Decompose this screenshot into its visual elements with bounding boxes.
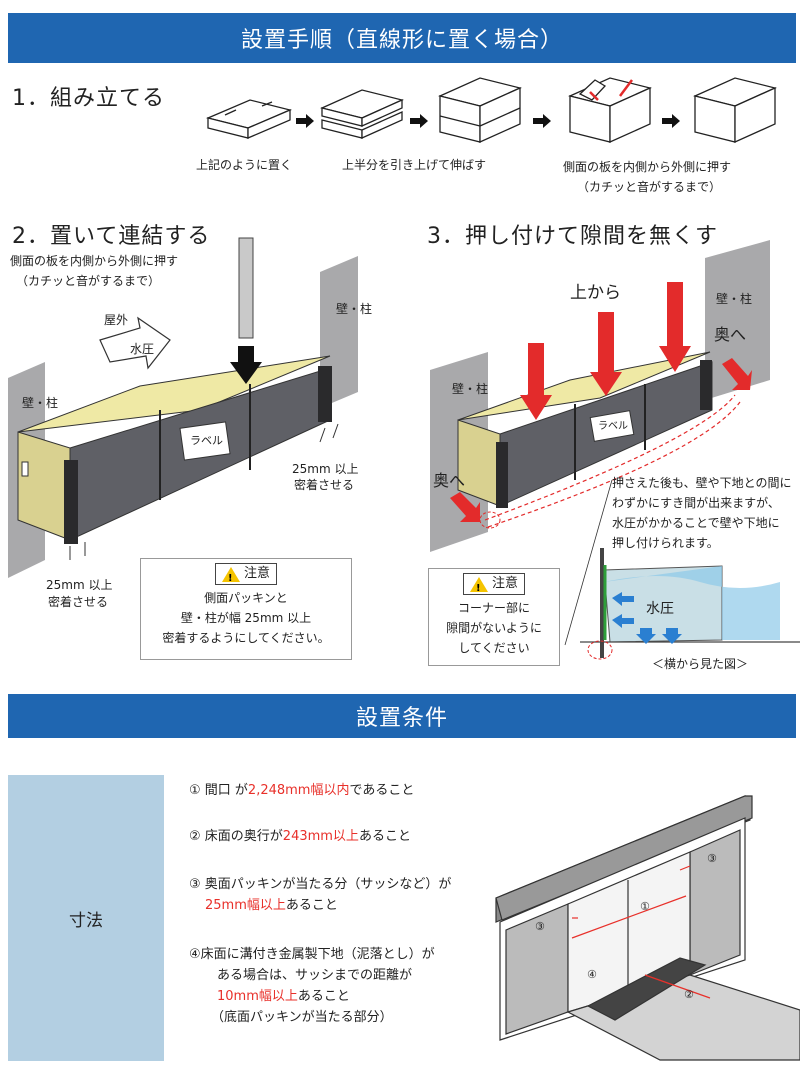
step1-title: 1．組み立てる [12,86,165,111]
step1-box-open [438,77,522,144]
gap-left-1: 25mm 以上 [46,578,113,592]
note-line: 密着するようにしてください。 [162,630,330,645]
step3-desc-3: 水圧がかかることで壁や下地に [612,516,780,530]
caution-badge: !注意 [462,573,525,595]
step2-desc-2: （カチッと音がするまで） [16,274,161,288]
water-pressure-arrow-icon [99,316,171,370]
condition-4: ④床面に溝付き金属製下地（泥落とし）が ある場合は、サッシまでの距離が 10mm… [189,944,435,1028]
cond-highlight: 10mm幅以上 [217,989,298,1004]
gap-left-2: 密着させる [48,595,109,609]
step1-caption-3a: 側面の板を内側から外側に押す [563,160,732,174]
cond-text: ④床面に溝付き金属製下地（泥落とし）が [189,947,435,962]
step3-title: 3．押し付けて隙間を無くす [427,224,718,249]
note-line: コーナー部に [457,600,530,615]
condition-2: ② 床面の奥行が243mm以上あること [189,826,411,847]
cond-text: あること [297,989,350,1004]
dimension-arrows [571,865,711,999]
cond-text: ③ 奥面パッキンが当たる分（サッシなど）が [189,877,452,892]
step1-caption-2: 上半分を引き上げて伸ばす [342,158,487,172]
diagram-label-4: ④ [587,968,597,981]
condition-category: 寸法 [8,775,164,1061]
cond-text: あること [285,898,338,913]
step3-desc-4: 押し付けられます。 [612,536,719,550]
box-label-3: ラベル [598,421,628,432]
arrow-right-icon [533,114,551,128]
cond-text: であること [349,783,415,798]
step2-desc-1: 側面の板を内側から外側に押す [10,254,179,268]
step1-caption-3b: （カチッと音がするまで） [577,180,722,194]
step1-box-lift [320,89,404,140]
caution-badge: !注意 [214,563,277,585]
gap-right-1: 25mm 以上 [292,462,359,476]
outdoor-label: 屋外 [104,313,129,327]
step3-desc-2: わずかにすき間が出来ますが、 [612,496,780,510]
arrow-down-icon [230,346,262,384]
wall-right-3 [705,240,770,400]
step1-box-done [693,77,777,144]
cond-text: （底面パッキンが当たる部分） [211,1010,393,1025]
step1-box-flat [205,99,293,139]
step1-box-push [568,77,652,144]
note-line: 隙間がないように [446,620,542,635]
arrow-right-icon [662,114,680,128]
wall-right-label-3: 壁・柱 [716,292,753,306]
connector-bar [238,237,254,339]
cond-highlight: 2,248mm幅以内 [247,783,350,798]
cond-text: あること [358,829,411,844]
diagram-label-1: ① [640,900,650,913]
arrow-back-right-icon [722,358,752,390]
arrow-left-icon [612,592,634,606]
step1-caption-1: 上記のように置く [196,158,293,172]
step3-desc-1: 押さえた後も、壁や下地との間に [612,476,792,490]
condition-3: ③ 奥面パッキンが当たる分（サッシなど）が 25mm幅以上あること [189,874,451,916]
section-banner-conditions: 設置条件 [8,694,796,738]
from-top-label: 上から [570,283,621,303]
wall-right-label: 壁・柱 [336,302,373,316]
section-banner-installation: 設置手順（直線形に置く場合） [8,13,796,63]
arrow-down-icon [636,628,656,644]
back-label-right: 奥へ [714,325,747,344]
gap-right-2: 密着させる [294,478,355,492]
storefront-diagram [495,795,800,1061]
caution-title: 注意 [243,566,270,581]
cond-highlight: 25mm幅以上 [205,898,286,913]
note-line: してください [458,640,530,655]
wall-left-label: 壁・柱 [22,396,59,410]
cond-text: ① 間口 が [189,783,248,798]
side-water-pressure: 水圧 [646,601,674,617]
caution-title: 注意 [491,576,518,591]
category-label: 寸法 [69,910,103,931]
cond-text: ② 床面の奥行が [189,829,283,844]
press-arrows [520,282,691,420]
wall-left-label-3: 壁・柱 [452,382,489,396]
side-view-caption: ＜横から見た図＞ [652,657,749,671]
condition-1: ① 間口 が2,248mm幅以内であること [189,780,414,801]
barrier-boxes-step3 [457,351,713,508]
note-line: 壁・柱が幅 25mm 以上 [180,610,312,625]
arrow-down-icon [662,628,682,644]
section-title: 設置条件 [355,706,448,731]
arrow-back-left-icon [450,492,480,522]
warning-icon: ! [469,576,488,594]
caution-note-step2: !注意 側面パッキンと 壁・柱が幅 25mm 以上 密着するようにしてください。 [140,558,352,660]
warning-icon: ! [221,566,240,584]
diagram-label-3-left: ③ [535,920,545,933]
caution-note-step3: !注意 コーナー部に 隙間がないように してください [428,568,560,666]
arrow-left-icon [612,614,634,628]
box-label: ラベル [190,434,223,447]
step2-title: 2．置いて連結する [12,224,211,249]
diagram-label-3-right: ③ [707,852,717,865]
section-title: 設置手順（直線形に置く場合） [240,28,563,53]
note-line: 側面パッキンと [204,590,288,605]
water-pressure-label: 水圧 [130,342,155,356]
diagram-label-2: ② [684,988,694,1001]
cond-text: ある場合は、サッシまでの距離が [217,968,413,983]
barrier-boxes-step2 [17,355,332,544]
cond-highlight: 243mm以上 [282,829,359,844]
back-label-left: 奥へ [433,471,466,490]
arrow-right-icon [410,114,428,128]
arrow-right-icon [296,114,314,128]
